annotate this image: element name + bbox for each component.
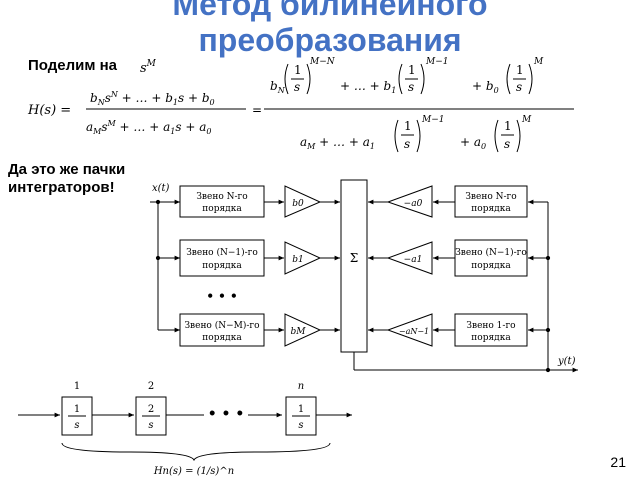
left-block-3-label-line1: Звено (N−M)-го [184,320,259,331]
divide-note: Поделим на [28,57,118,74]
integrator-2-numerator: 2 [148,404,154,415]
gain-a1-label: −a1 [404,255,423,265]
gain-bM [284,313,322,347]
svg-text:bN: bN [270,79,286,95]
svg-text:+ b0: + b0 [472,79,499,95]
svg-text:M−1: M−1 [421,115,444,125]
integrator-block-1 [61,396,93,436]
integrator-chain [18,396,352,462]
integrator-n-denominator: s [298,420,303,431]
input-label: x(t) [152,183,170,194]
gain-a0-label: −a0 [404,199,423,209]
formula-numerator-right: bN 1 s M−N + … + b1 1 s M−1 + b0 1 s M [270,57,544,95]
gain-bM-label: bM [291,327,307,337]
left-block-1-label-line2: порядка [202,204,242,214]
integrator-n-numerator: 1 [298,404,304,415]
chain-index-n: n [298,381,304,392]
chain-brace [61,442,331,462]
gain-a0 [386,185,433,218]
integrators-note: Да это же пачки интеграторов! [8,161,126,196]
svg-text:1: 1 [504,119,512,133]
right-block-3-label-line2: порядка [471,333,511,343]
svg-text:s: s [408,80,414,94]
gain-aN-1-label: −aN−1 [399,327,429,336]
svg-text:aM + … + a1: aM + … + a1 [300,135,375,151]
right-block-1 [454,185,528,218]
gain-b1 [284,241,322,275]
output-label: y(t) [557,356,576,367]
formula-denominator-right: aM + … + a1 1 s M−1 + a0 1 s M [300,115,532,153]
integrator-1-numerator: 1 [74,404,80,415]
summer-block [340,179,368,353]
right-block-3 [454,313,528,347]
page-number: 21 [610,454,626,470]
chain-ellipsis: • • • [208,406,245,422]
formula-numerator-left: bNsN + … + b1s + b0 [90,90,215,107]
svg-text:+ … + b1: + … + b1 [340,79,396,95]
integrator-1-denominator: s [74,420,79,431]
gain-b1-label: b1 [292,255,304,265]
chain-transfer-function: Hn(s) = (1/s)^n [153,466,234,477]
svg-text:M: M [533,57,544,67]
right-block-2 [454,239,528,277]
left-block-1-label-line1: Звено N-го [196,192,247,202]
right-block-1-label-line1: Звено N-го [465,192,516,202]
formula-lhs: H(s) = [27,103,71,118]
svg-text:M−1: M−1 [425,57,448,67]
summer-label: Σ [350,251,358,265]
gain-a1 [386,241,433,275]
block-diagram-ellipsis: • • • [206,289,237,303]
left-block-3-label-line2: порядка [202,333,242,343]
right-block-2-label-line1: Звено (N−1)-го [455,247,527,258]
gain-aN-1 [386,313,433,347]
formula-divisor: sM [140,59,157,76]
svg-text:+ a0: + a0 [460,135,486,151]
slide-title: Метод билинейного преобразования [172,0,488,58]
svg-text:1: 1 [404,119,412,133]
gain-b0-label: b0 [292,199,304,209]
svg-text:s: s [516,80,522,94]
transfer-function-formula: sM H(s) = bNsN + … + b1s + b0 aMsM + … +… [27,57,574,153]
left-block-2-label-line2: порядка [202,261,242,271]
svg-text:M: M [521,115,532,125]
right-block-3-label-line1: Звено 1-го [466,321,515,331]
svg-text:M−N: M−N [309,57,336,67]
chain-index-2: 2 [148,381,154,392]
integrator-block-2 [135,396,167,436]
right-block-2-label-line2: порядка [471,261,511,271]
formula-equals: = [252,103,262,117]
svg-text:1: 1 [294,63,302,77]
gain-b0 [284,185,322,218]
right-block-1-label-line2: порядка [471,204,511,214]
svg-text:s: s [294,80,300,94]
integrator-2-denominator: s [148,420,153,431]
integrator-block-n [285,396,317,436]
svg-text:1: 1 [516,63,524,77]
svg-text:s: s [504,137,510,151]
chain-index-1: 1 [74,381,80,392]
svg-text:1: 1 [408,63,416,77]
block-diagram: x(t) [150,179,578,373]
left-block-2-label-line1: Звено (N−1)-го [186,247,258,258]
formula-denominator-left: aMsM + … + a1s + a0 [86,119,211,136]
svg-text:s: s [404,137,410,151]
